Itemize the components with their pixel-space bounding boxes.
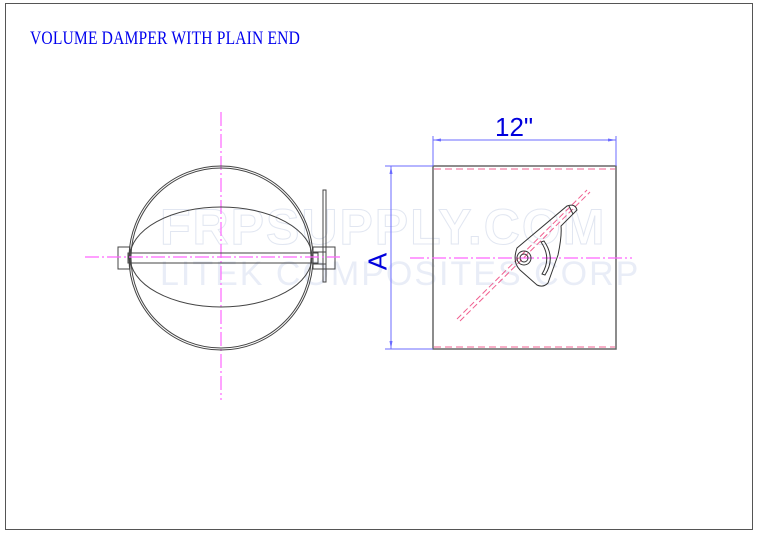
side-view	[385, 136, 632, 350]
pivot-inner	[519, 253, 529, 263]
pivot-outer	[516, 250, 532, 266]
duct-inner-circle	[130, 167, 312, 349]
damper-shaft	[127, 252, 319, 264]
handle-plate	[322, 189, 327, 283]
height-dimension-label: A	[362, 252, 393, 271]
drawing-title: VOLUME DAMPER WITH PLAIN END	[30, 28, 301, 49]
watermark-company: LITEK COMPOSITES CORP	[160, 255, 641, 293]
damper-handle-lever	[514, 204, 578, 287]
handle-slot	[540, 240, 551, 276]
left-shaft-boss	[117, 246, 131, 270]
blade-hidden-line-b	[459, 191, 591, 322]
right-shaft-boss	[312, 246, 336, 270]
front-view	[85, 112, 340, 400]
width-dimension-label: 12"	[495, 112, 534, 142]
